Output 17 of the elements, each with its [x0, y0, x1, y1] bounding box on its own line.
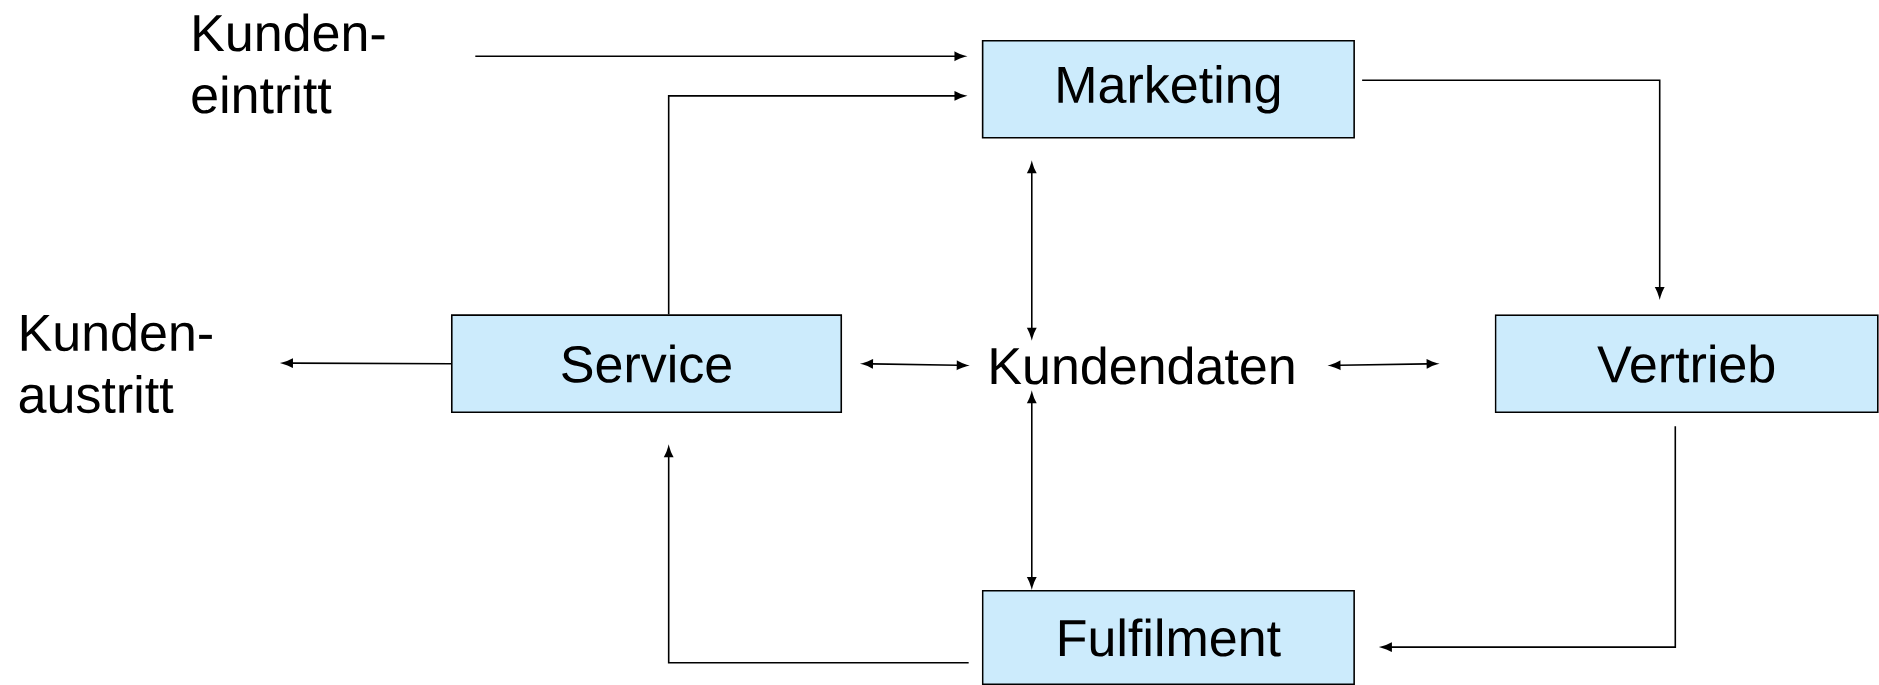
arrow	[474, 51, 966, 61]
arrow	[282, 358, 452, 368]
data-label: Kundendaten	[991, 346, 1294, 385]
process-box: Fulfilment	[981, 589, 1355, 685]
arrow	[1027, 162, 1037, 339]
arrow	[664, 446, 970, 664]
process-box: Marketing	[981, 39, 1355, 139]
arrow	[1329, 359, 1438, 370]
arrow	[667, 91, 966, 315]
arrow	[862, 359, 968, 370]
endpoint-label: Kunden- eintritt	[192, 13, 385, 114]
process-box: Service	[451, 314, 843, 413]
arrow	[1027, 392, 1037, 588]
arrow	[1381, 425, 1677, 652]
arrow	[1361, 79, 1665, 298]
process-box: Vertrieb	[1494, 314, 1879, 413]
endpoint-label: Kunden- austritt	[19, 312, 212, 413]
